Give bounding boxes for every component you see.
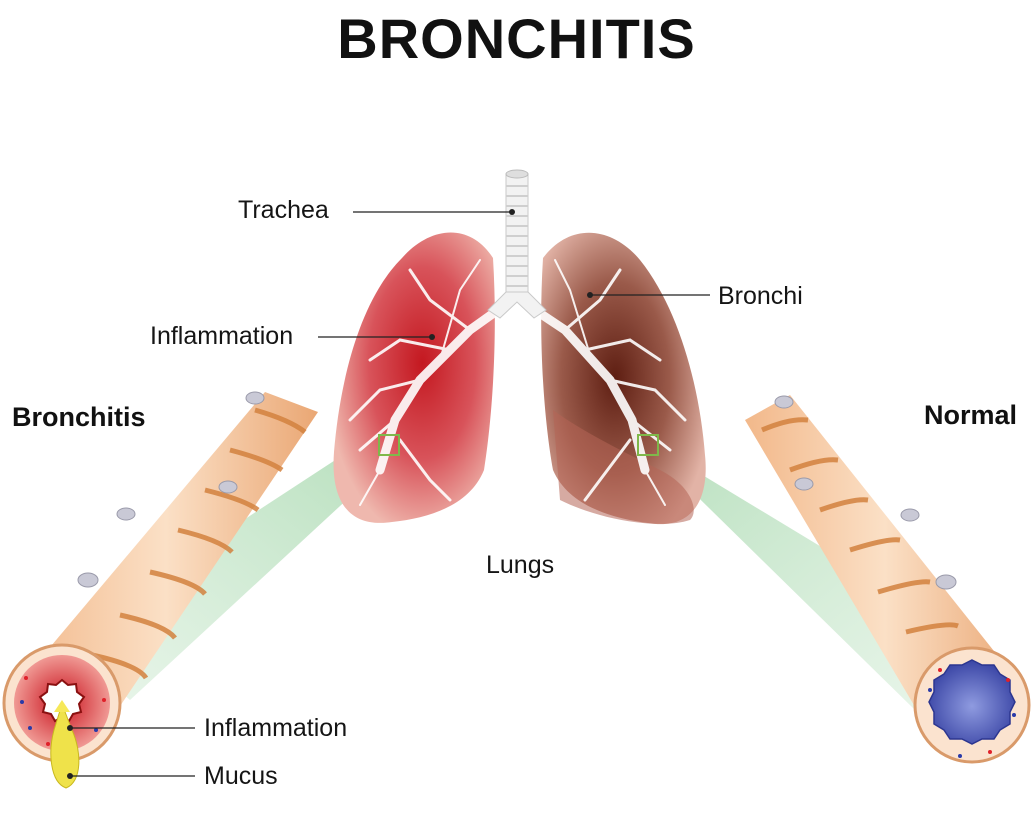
leader-lines [70, 211, 710, 777]
label-inflammation-bottom: Inflammation [204, 714, 348, 742]
label-inflammation-top: Inflammation [150, 322, 294, 350]
trachea [487, 169, 547, 319]
label-mucus: Mucus [204, 762, 278, 790]
label-bronchitis-side: Bronchitis [12, 402, 146, 432]
page-title: BRONCHITIS [337, 7, 696, 70]
left-bronchus-tube [2, 391, 318, 763]
left-zoom-box [378, 434, 400, 456]
label-bronchi: Bronchi [718, 282, 803, 310]
right-bronchus-tube [745, 395, 1031, 764]
right-zoom-box [637, 434, 659, 456]
label-lungs: Lungs [486, 551, 555, 579]
label-trachea: Trachea [238, 196, 329, 224]
label-normal-side: Normal [924, 400, 1018, 430]
mucus-drop [50, 702, 80, 789]
bronchial-tree [348, 259, 687, 506]
left-lung [333, 232, 495, 523]
